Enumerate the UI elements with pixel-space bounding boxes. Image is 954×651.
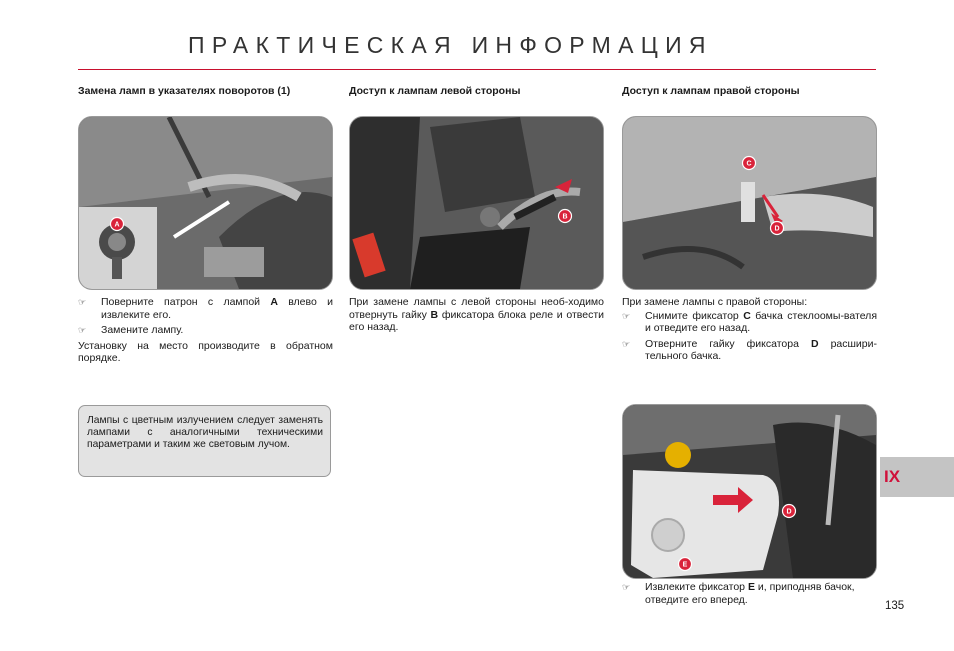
marker-e: E xyxy=(677,556,693,572)
svg-text:C: C xyxy=(746,161,751,168)
chapter-label: IX xyxy=(884,467,901,486)
page-title: ПРАКТИЧЕСКАЯ ИНФОРМАЦИЯ xyxy=(188,32,713,58)
page-number: 135 xyxy=(885,600,905,612)
svg-text:E: E xyxy=(683,562,688,569)
photo-left-engine-bay: B xyxy=(349,116,604,290)
right-side-intro: При замене лампы с правой стороны: xyxy=(622,296,808,308)
marker-d: D xyxy=(769,220,785,236)
list-item: ☞ Извлеките фиксатор E и, приподняв бачо… xyxy=(622,581,855,606)
marker-d: D xyxy=(781,503,797,519)
heading-right-side: Доступ к лампам правой стороны xyxy=(622,85,800,97)
column3-text: При замене лампы с правой стороны: ☞ Сни… xyxy=(622,296,877,366)
marker-b: B xyxy=(557,208,573,224)
heading-turn-signals: Замена ламп в указателях поворотов (1) xyxy=(78,85,291,97)
photo-expansion-tank: E D xyxy=(622,404,877,579)
svg-text:B: B xyxy=(562,214,567,221)
photo-right-engine-bay: C D xyxy=(622,116,877,290)
svg-text:D: D xyxy=(786,509,791,516)
svg-text:A: A xyxy=(114,222,119,229)
svg-text:D: D xyxy=(774,226,779,233)
list-item: ☞ Снимите фиксатор C бачка стеклоомы-ват… xyxy=(622,309,877,335)
list-item: ☞ Замените лампу. xyxy=(78,324,184,336)
list-item: ☞ Поверните патрон с лампой A влево и из… xyxy=(78,296,333,321)
title-rule xyxy=(78,69,876,70)
hand-pointer-icon: ☞ xyxy=(622,310,631,321)
marker-a: A xyxy=(109,216,125,232)
list-item: ☞ Отверните гайку фиксатора D расшири-те… xyxy=(622,337,877,363)
column2-text: При замене лампы с левой стороны необ-хо… xyxy=(349,296,604,333)
hand-pointer-icon: ☞ xyxy=(78,325,87,335)
reassembly-paragraph: Установку на место производите в обратно… xyxy=(78,339,333,365)
hand-pointer-icon: ☞ xyxy=(78,297,87,307)
hand-pointer-icon: ☞ xyxy=(622,338,631,349)
column1-text: ☞ Поверните патрон с лампой A влево и из… xyxy=(78,296,333,365)
photo-turn-signal-socket: A xyxy=(78,116,333,290)
hand-pointer-icon: ☞ xyxy=(622,582,631,592)
chapter-tab: IX xyxy=(880,457,954,497)
expansion-tank-instruction: ☞ Извлеките фиксатор E и, приподняв бачо… xyxy=(622,581,877,609)
heading-left-side: Доступ к лампам левой стороны xyxy=(349,85,521,97)
marker-c: C xyxy=(741,155,757,171)
note-colored-lamps: Лампы с цветным излучением следует замен… xyxy=(78,405,331,477)
